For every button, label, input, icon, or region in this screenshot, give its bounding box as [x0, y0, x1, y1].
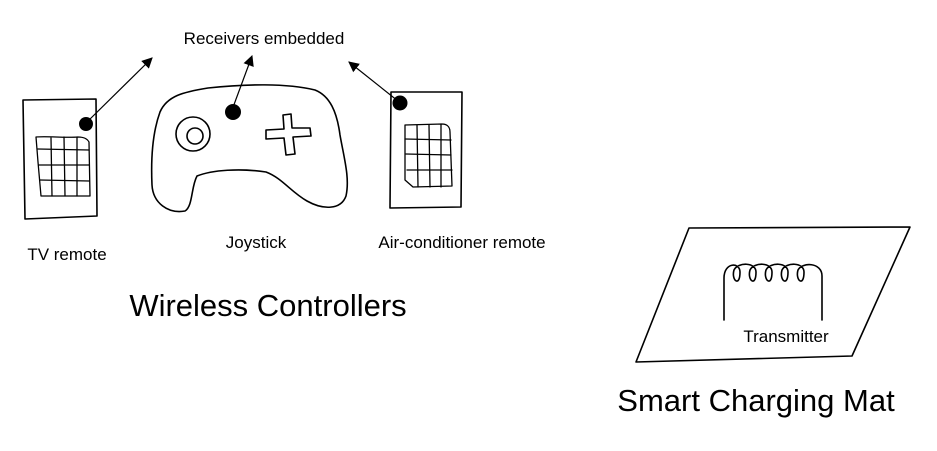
tv-remote-arrow: [86, 57, 153, 123]
ac-remote-icon: [389, 91, 463, 209]
ac-remote-arrow: [348, 61, 399, 102]
ac-remote-label: Air-conditioner remote: [378, 233, 545, 252]
joystick-icon: [150, 84, 349, 213]
transmitter-label: Transmitter: [743, 327, 829, 346]
tv-remote-icon: [22, 98, 98, 220]
receivers-embedded-label: Receivers embedded: [184, 29, 345, 48]
smart-charging-mat-caption: Smart Charging Mat: [617, 383, 895, 418]
ac-remote-receiver-dot: [392, 95, 408, 111]
tv-remote-label: TV remote: [27, 245, 106, 264]
joystick-receiver-dot: [225, 104, 241, 120]
tv-remote-receiver-dot: [79, 117, 93, 131]
joystick-label: Joystick: [226, 233, 287, 252]
charging-mat-icon: [635, 226, 911, 363]
wireless-controllers-caption: Wireless Controllers: [129, 288, 406, 323]
joystick-arrow: [231, 54, 254, 111]
transmitter-coil-icon: [723, 263, 823, 321]
